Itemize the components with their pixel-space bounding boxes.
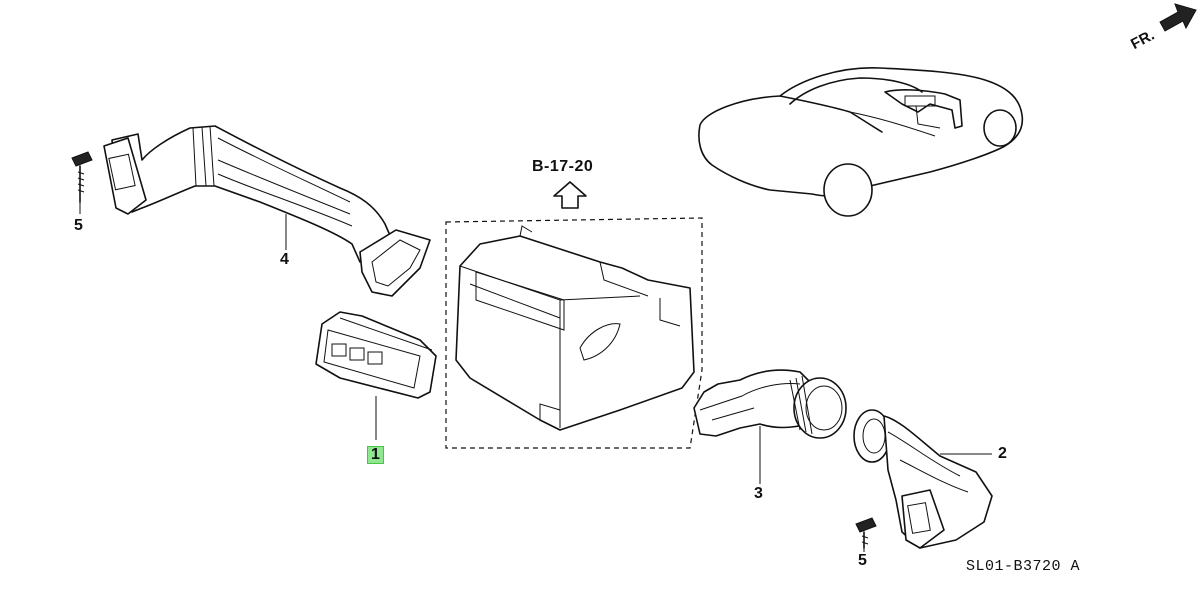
car-outline-illustration — [698, 67, 1024, 217]
up-arrow-icon — [553, 181, 587, 209]
duct-part-2 — [853, 409, 993, 549]
part-label-2: 2 — [998, 445, 1007, 462]
drawing-code: SL01-B3720 A — [966, 558, 1081, 575]
part-label-5-left: 5 — [74, 217, 83, 234]
reference-label: B-17-20 — [532, 158, 594, 175]
duct-part-3 — [693, 369, 847, 439]
part-label-1: 1 — [367, 446, 384, 464]
heater-unit-reference — [445, 217, 703, 449]
duct-part-4 — [103, 125, 431, 297]
vent-part-1 — [315, 311, 437, 399]
screw-part-5-right — [855, 517, 877, 549]
screw-part-5-left — [71, 151, 93, 203]
part-label-3: 3 — [754, 485, 763, 502]
front-direction-arrow-icon — [1159, 3, 1197, 32]
part-label-4: 4 — [280, 251, 289, 268]
part-label-5-right: 5 — [858, 552, 867, 569]
leader-lines — [79, 202, 992, 552]
